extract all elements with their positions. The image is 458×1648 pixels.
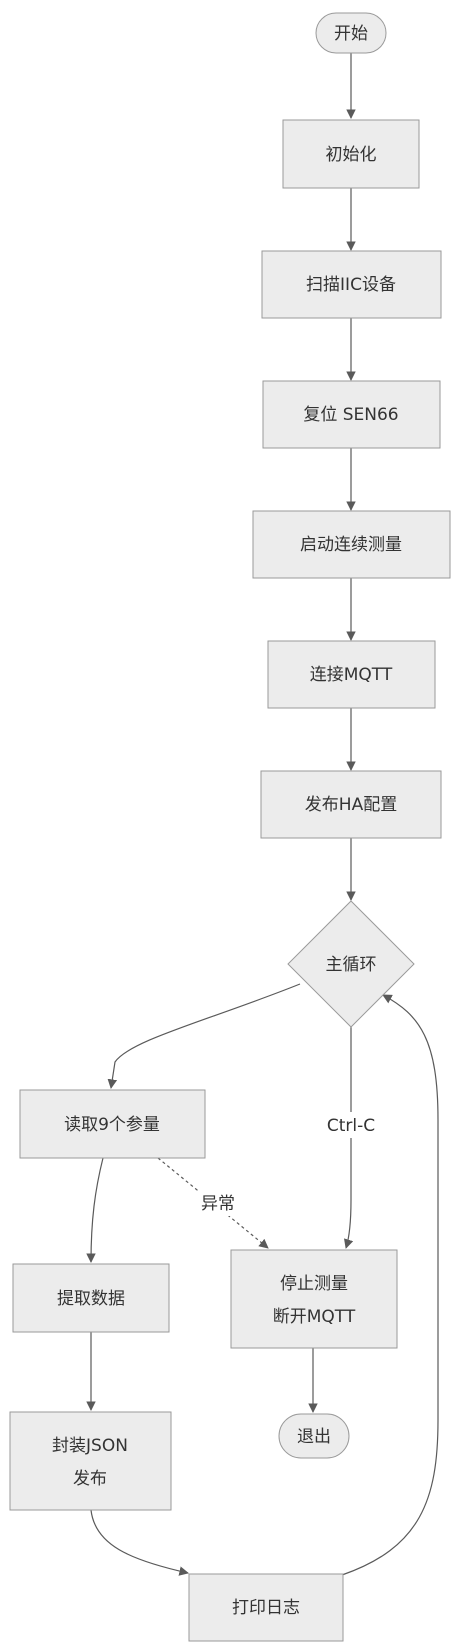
- svg-text:复位 SEN66: 复位 SEN66: [303, 405, 398, 425]
- svg-text:发布HA配置: 发布HA配置: [305, 795, 397, 815]
- edge-label-exception: 异常: [201, 1194, 235, 1214]
- node-start: 开始: [315, 12, 387, 54]
- svg-text:断开MQTT: 断开MQTT: [273, 1307, 356, 1327]
- node-pack-json-publish: 封装JSON 发布: [9, 1411, 172, 1511]
- edge-label-ctrlc-bg: [318, 1112, 384, 1138]
- svg-text:提取数据: 提取数据: [57, 1289, 125, 1309]
- node-start-measurement: 启动连续测量: [252, 510, 451, 579]
- svg-text:主循环: 主循环: [326, 955, 377, 975]
- node-reset-sen66: 复位 SEN66: [262, 380, 441, 449]
- node-publish-ha-config: 发布HA配置: [260, 770, 442, 839]
- node-read-params: 读取9个参量: [19, 1089, 206, 1159]
- node-scan-iic: 扫描IIC设备: [261, 250, 442, 319]
- svg-text:连接MQTT: 连接MQTT: [310, 665, 393, 685]
- node-main-loop: 主循环: [287, 900, 415, 1028]
- edge-mainloop-read: [107, 983, 301, 1089]
- edge-mainloop-stop: [343, 1026, 354, 1249]
- svg-text:开始: 开始: [334, 24, 368, 44]
- node-connect-mqtt: 连接MQTT: [267, 640, 436, 709]
- node-exit: 退出: [278, 1413, 350, 1459]
- edge-label-exception-bg: [198, 1190, 238, 1216]
- svg-text:初始化: 初始化: [326, 145, 377, 165]
- node-extract-data: 提取数据: [12, 1263, 170, 1333]
- edge-pack-log: [90, 1509, 189, 1576]
- edge-label-ctrlc: Ctrl-C: [327, 1116, 375, 1136]
- svg-text:停止测量: 停止测量: [280, 1274, 348, 1294]
- svg-text:扫描IIC设备: 扫描IIC设备: [306, 275, 396, 295]
- node-stop-disconnect: 停止测量 断开MQTT: [230, 1249, 398, 1349]
- edge-log-mainloop: [341, 994, 439, 1576]
- node-init: 初始化: [282, 119, 420, 189]
- svg-text:启动连续测量: 启动连续测量: [300, 535, 402, 555]
- svg-text:读取9个参量: 读取9个参量: [64, 1115, 160, 1135]
- svg-text:封装JSON: 封装JSON: [52, 1436, 128, 1456]
- svg-text:退出: 退出: [297, 1427, 331, 1447]
- node-print-log: 打印日志: [188, 1573, 344, 1642]
- svg-text:打印日志: 打印日志: [232, 1598, 300, 1618]
- svg-text:发布: 发布: [73, 1469, 107, 1489]
- edge-read-extract: [86, 1157, 104, 1263]
